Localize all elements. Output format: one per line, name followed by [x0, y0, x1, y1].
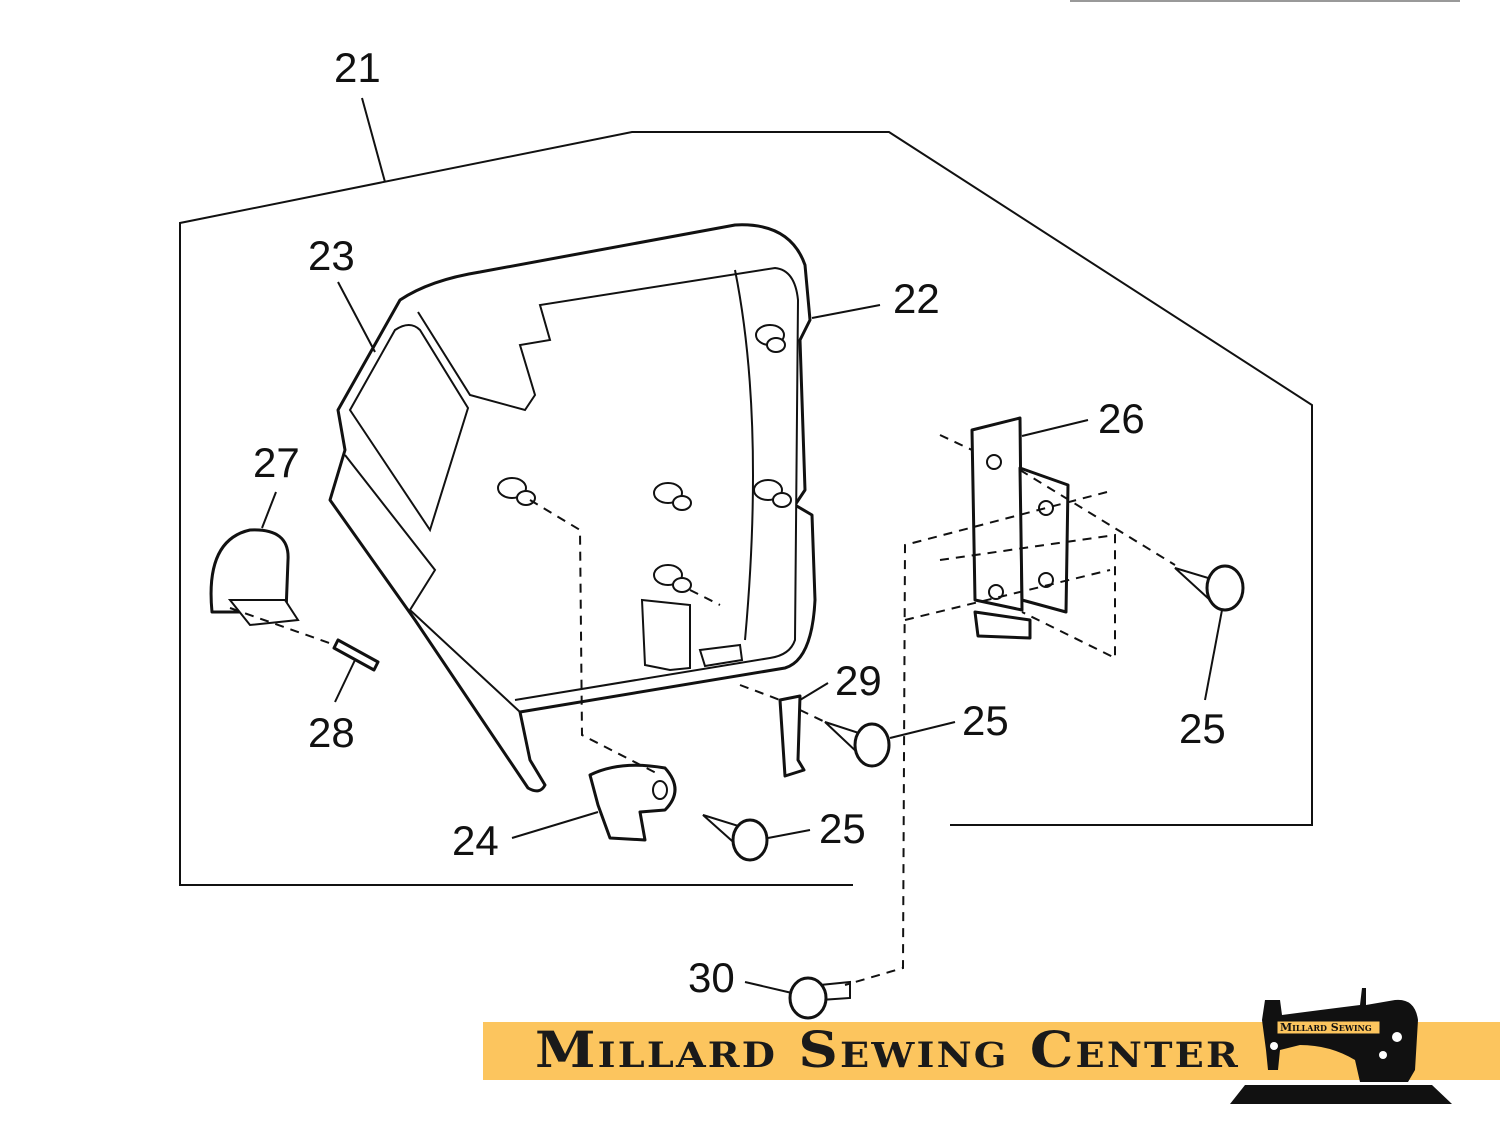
screw-30: [788, 976, 851, 1020]
boss-posts: [497, 324, 792, 593]
screw-25-low: [702, 814, 769, 862]
label-22: 22: [893, 275, 940, 322]
sewing-machine-logo-icon: Millard Sewing: [1230, 988, 1452, 1104]
end-cap-part: [209, 528, 290, 614]
label-25b: 25: [1179, 705, 1226, 752]
label-25c: 25: [819, 805, 866, 852]
label-27: 27: [253, 439, 300, 486]
pin-part: [332, 638, 380, 672]
assembly-outline: [179, 131, 1313, 886]
spring-plate-part: [778, 694, 806, 778]
label-28: 28: [308, 709, 355, 756]
brand-banner-text: Millard Sewing Center: [535, 1020, 1240, 1079]
screw-icons: [702, 564, 1245, 1020]
label-26: 26: [1098, 395, 1145, 442]
logo-plate-text: Millard Sewing: [1280, 1021, 1372, 1034]
hinge-part: [970, 416, 1070, 640]
label-30: 30: [688, 954, 735, 1001]
face-cover-part: [328, 223, 817, 793]
label-24: 24: [452, 817, 499, 864]
screw-25-right: [1174, 564, 1245, 612]
label-25a: 25: [962, 697, 1009, 744]
label-23: 23: [308, 232, 355, 279]
screw-25-mid: [824, 721, 891, 768]
leader-lines: [261, 97, 1223, 994]
label-29: 29: [835, 657, 882, 704]
label-21: 21: [334, 44, 381, 91]
clip-part: [588, 763, 677, 842]
alignment-lines: [229, 434, 1176, 986]
